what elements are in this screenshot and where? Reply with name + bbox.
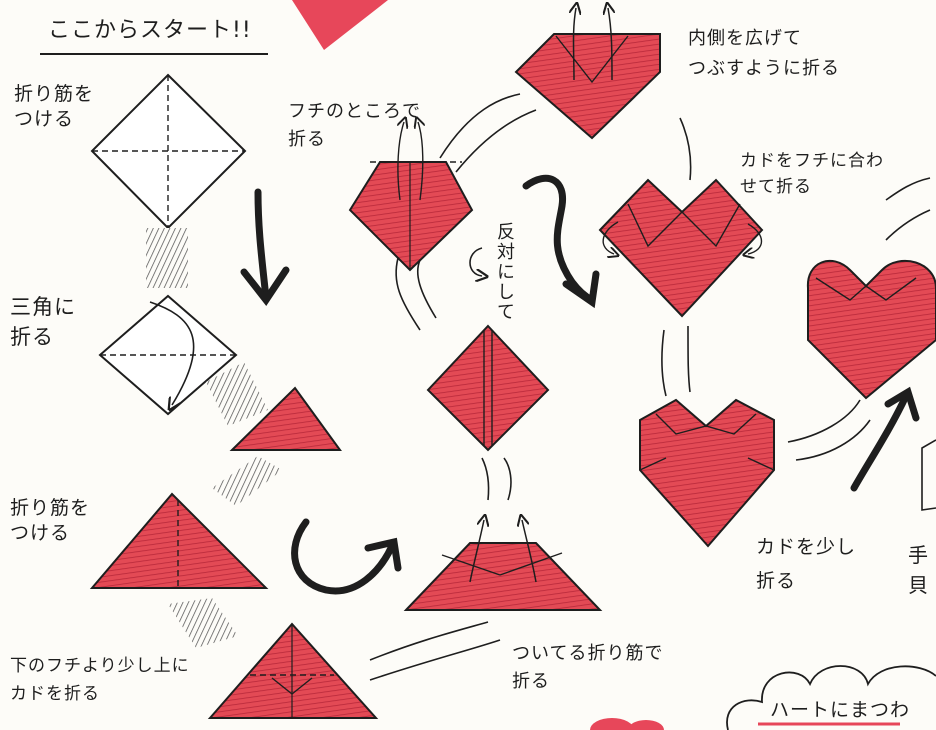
step11-heart [639,398,775,548]
step6-trapezoid [403,520,603,611]
step-connector [146,228,188,288]
step-label-fold-corner-up: 下のフチより少し上に カドを折る [10,656,190,704]
up-arrow-final [850,386,920,492]
step-label-fold-triangle: 三角に 折る [10,295,76,349]
flow-guides [369,93,537,681]
step3-red-triangle [229,386,342,451]
step-connector [168,598,238,648]
step-label-flip-over: 反対にして [494,222,515,322]
step-label-open-squash: 内側を広げて つぶすように折る [688,28,840,79]
rotate-arrow [469,247,482,276]
step-label-fold-at-edge: フチのところで 折る [288,101,421,150]
cloud-bubble [726,665,936,730]
step8-pentagon [348,122,474,272]
finished-heart [806,259,936,400]
heading: ここからスタート!! [48,18,252,43]
step9-pentagon-open [514,8,661,140]
step-connector [212,456,282,506]
partial-right-text: 手 貝 [908,543,929,597]
curved-right-arrow [291,518,402,595]
bottom-banner-text: ハートにまつわ [770,699,911,721]
step1-square [90,73,247,230]
step-connector [206,362,268,426]
step2-square-fold [98,294,238,416]
step-label-crease-1: 折り筋を つける [14,83,95,130]
step-label-crease-2: 折り筋を つける [10,497,91,544]
red-blob [590,718,634,730]
big-down-arrow [240,188,290,306]
flow-guides-right [661,117,931,461]
corner-red-decoration [292,0,388,50]
step7-diamond [426,324,550,452]
step4-triangle-crease [89,492,269,589]
step-label-fold-on-crease: ついてる折り筋で 折る [512,643,664,692]
right-panel-frame [921,439,936,511]
red-blob [628,720,664,730]
step10-heart-fold [598,178,764,318]
s-shaped-arrow [522,174,600,309]
step5-triangle-corner [207,622,379,719]
step-label-corner-to-edge: カドをフチに合わ せて折る [740,151,884,197]
step-label-fold-corners-slightly: カドを少し 折る [756,536,857,592]
